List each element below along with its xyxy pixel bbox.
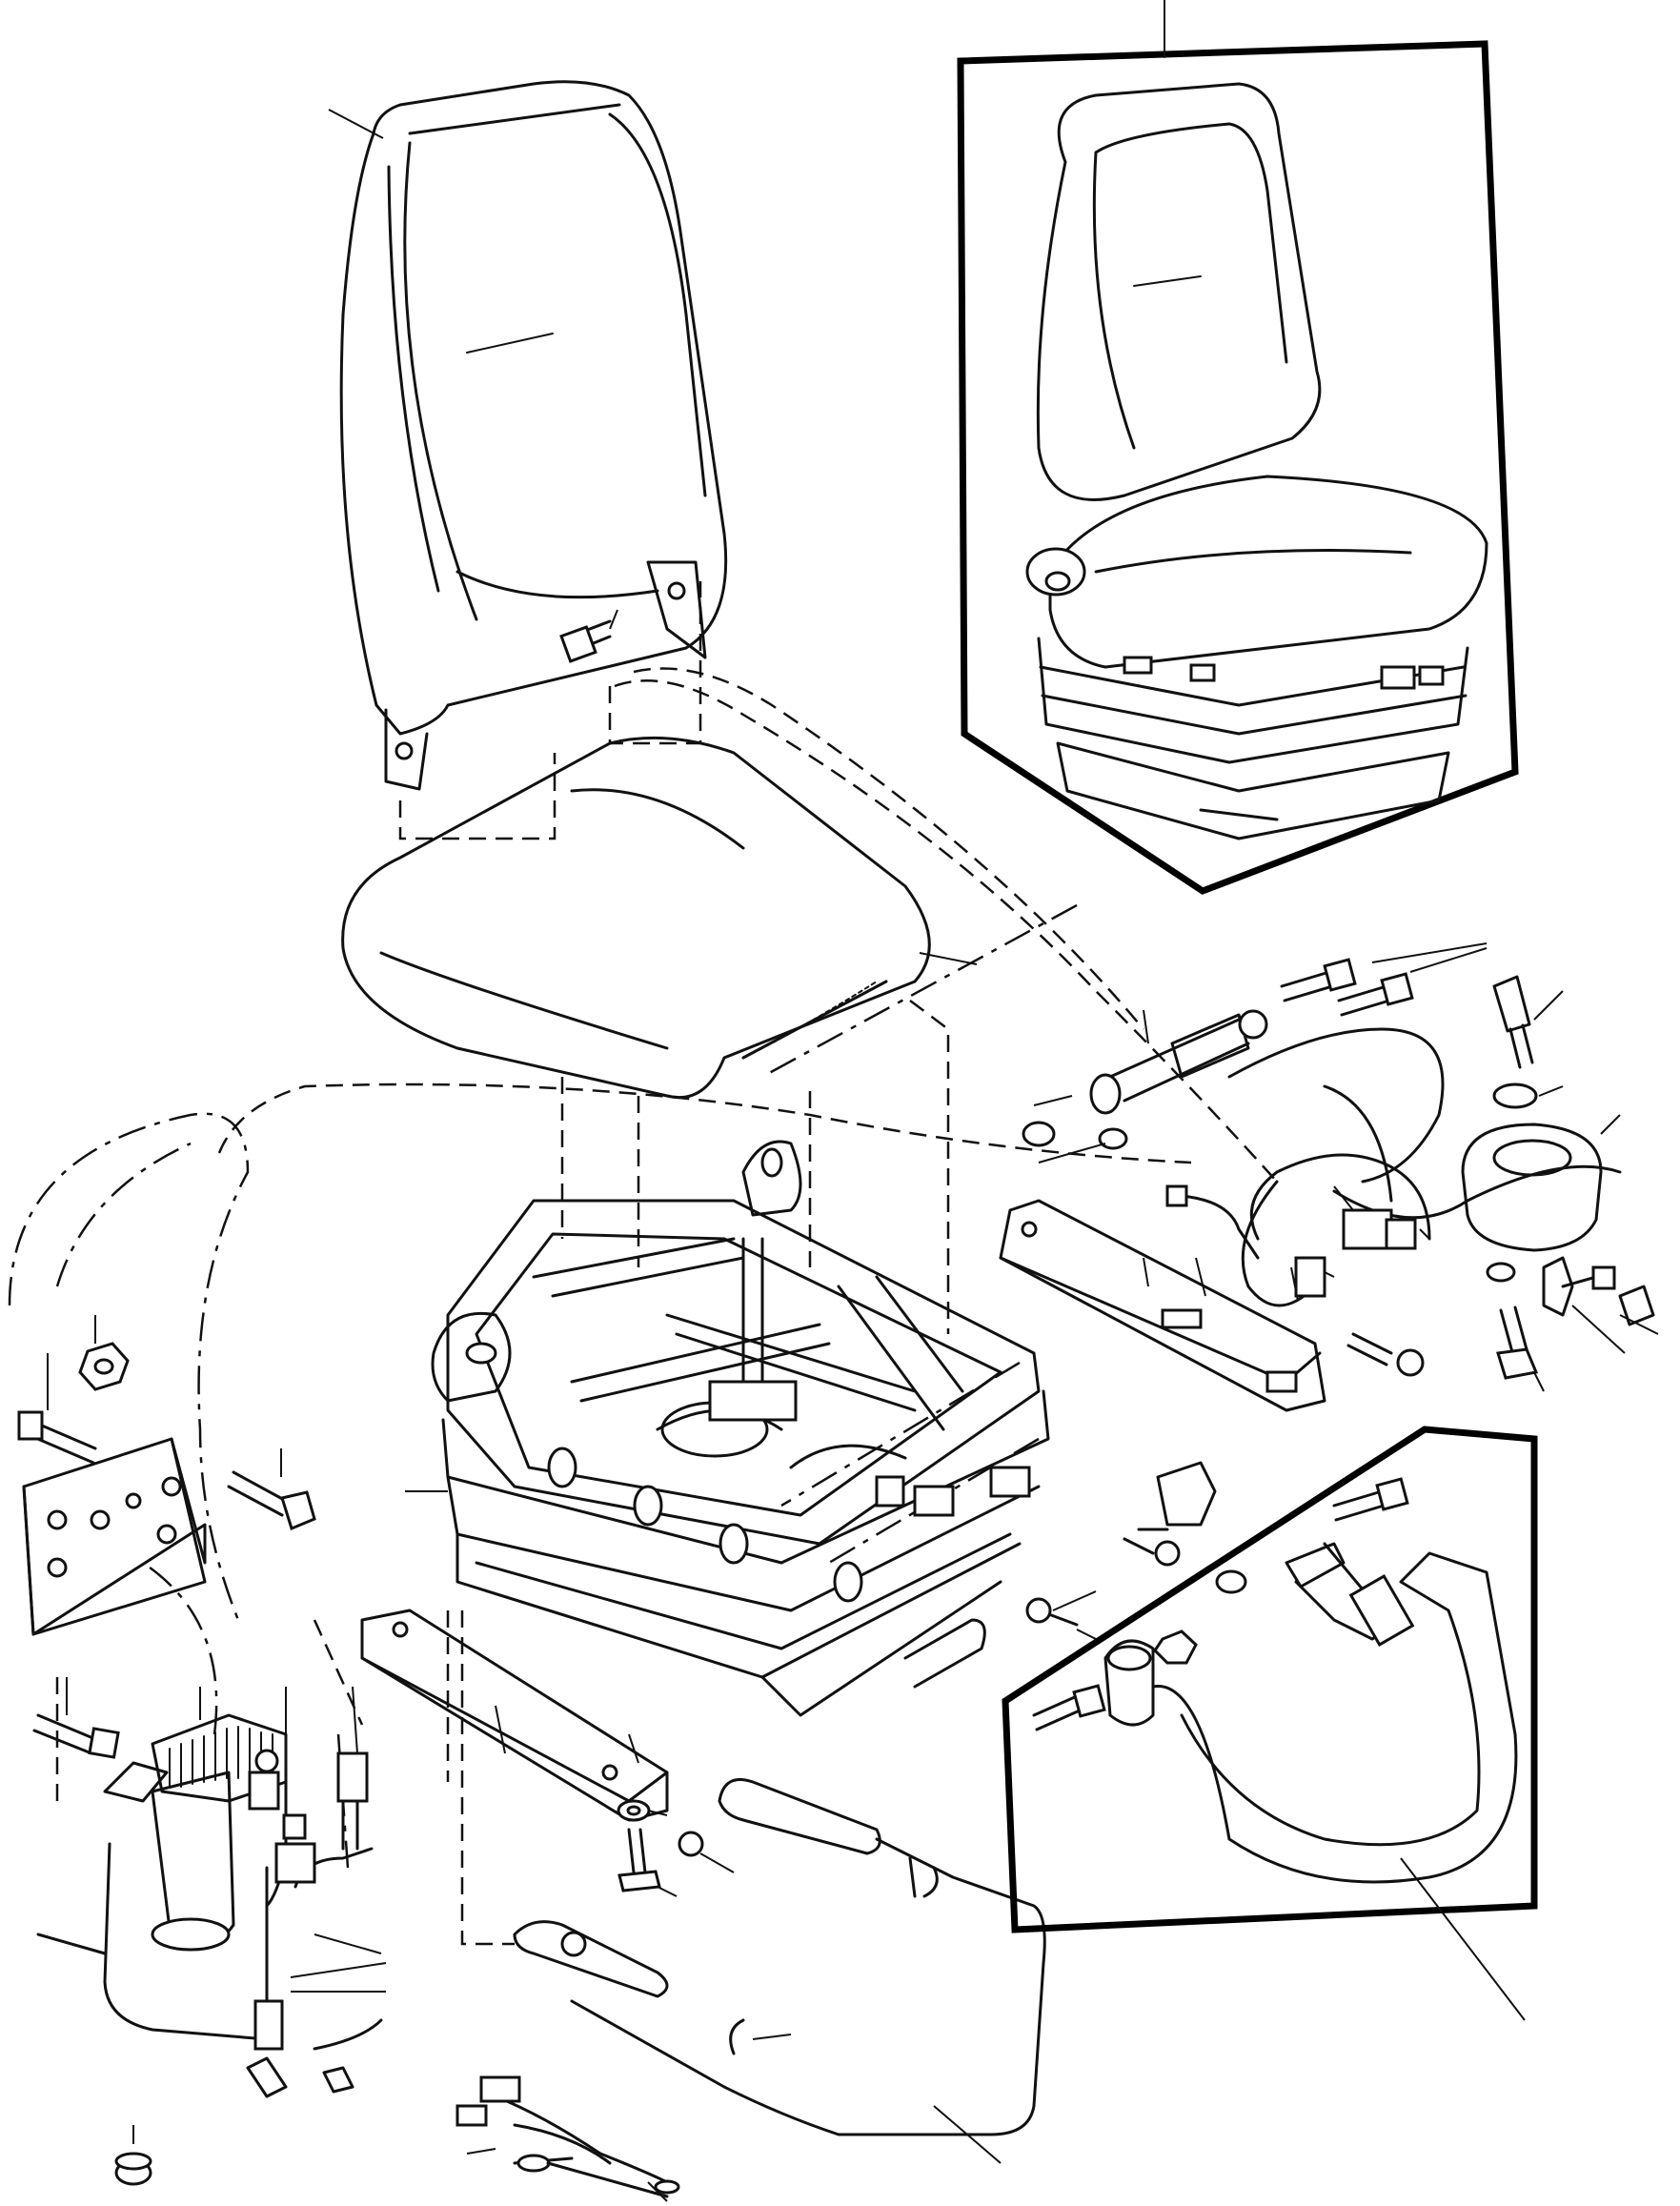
seat-backrest bbox=[328, 80, 728, 791]
wire-harness bbox=[1165, 1027, 1622, 1377]
assembled-seat-inset bbox=[957, 0, 1519, 895]
cable-harness bbox=[455, 2075, 680, 2202]
top-bolts bbox=[1280, 942, 1488, 1017]
seat-belt-inset bbox=[1002, 1426, 1538, 2021]
mounting-plate bbox=[17, 1315, 316, 1636]
seat-cushion bbox=[341, 736, 978, 1100]
suspension-frame bbox=[405, 1140, 1050, 1717]
air-spring bbox=[1461, 975, 1659, 1392]
assembly-guide-lines bbox=[8, 581, 1278, 1946]
damper bbox=[1022, 1009, 1268, 1164]
lever-rod bbox=[513, 1778, 1046, 2164]
slide-rail-right bbox=[999, 1199, 1326, 1412]
misc-hardware bbox=[617, 1461, 1217, 1897]
air-compressor bbox=[32, 1677, 387, 2186]
slide-rail-left bbox=[360, 1609, 669, 1822]
